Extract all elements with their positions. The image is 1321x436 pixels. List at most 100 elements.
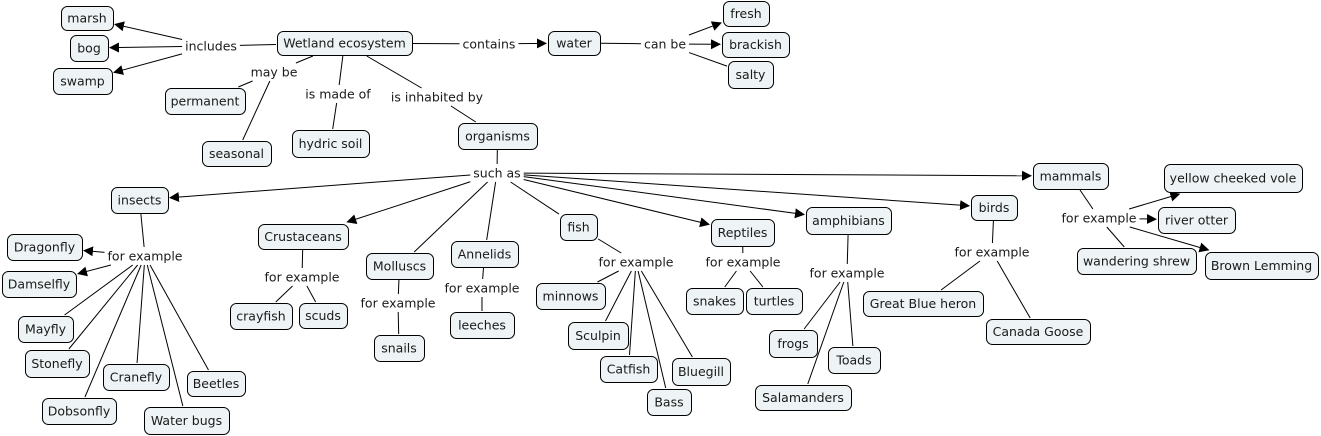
- concept-node-water[interactable]: water: [548, 31, 601, 56]
- edge-fe_insects-beetles: [149, 264, 209, 371]
- concept-node-fish[interactable]: fish: [560, 214, 598, 241]
- linking-phrase-fe-annelids[interactable]: for example: [445, 281, 520, 296]
- edge-fe_mammals-vole: [1129, 191, 1181, 210]
- concept-node-scuds[interactable]: scuds: [299, 303, 348, 329]
- node-label: fresh: [730, 6, 761, 21]
- concept-node-hydric-soil[interactable]: hydric soil: [292, 130, 370, 158]
- node-label: Canada Goose: [993, 324, 1084, 339]
- node-label: Mayfly: [25, 322, 67, 337]
- linking-phrase-fe-mammals[interactable]: for example: [1062, 211, 1137, 226]
- concept-node-organisms[interactable]: organisms: [458, 123, 538, 150]
- linking-phrases: includes may be is made of is inhabited by c…: [108, 37, 1137, 311]
- concept-node-minnows[interactable]: minnows: [536, 283, 606, 310]
- concept-node-annelids[interactable]: Annelids: [451, 241, 519, 268]
- node-box: [103, 364, 170, 391]
- node-label: Catfish: [607, 362, 651, 377]
- concept-node-otter[interactable]: river otter: [1158, 207, 1236, 234]
- concept-node-crustaceans[interactable]: Crustaceans: [258, 224, 349, 250]
- concept-node-birds[interactable]: birds: [971, 195, 1018, 221]
- edge-fe_insects-mayfly: [64, 264, 134, 316]
- concept-node-water-bugs[interactable]: Water bugs: [144, 407, 230, 435]
- edge-includes-marsh: [114, 21, 183, 40]
- edge-such_as-molluscs: [413, 181, 488, 253]
- node-label: hydric soil: [299, 136, 363, 151]
- linking-phrase-such-as[interactable]: such as: [473, 166, 520, 181]
- edge-fe_insects-cranefly: [136, 264, 145, 364]
- concept-node-goose[interactable]: Canada Goose: [986, 319, 1091, 345]
- concept-node-catfish[interactable]: Catfish: [600, 356, 658, 383]
- concept-node-seasonal[interactable]: seasonal: [202, 141, 272, 167]
- concept-node-salty[interactable]: salty: [728, 61, 774, 89]
- linking-phrase-fe-birds[interactable]: for example: [955, 245, 1030, 260]
- node-box: [230, 303, 293, 330]
- linking-phrase-includes[interactable]: includes: [185, 39, 237, 54]
- concept-node-shrew[interactable]: wandering shrew: [1077, 248, 1197, 275]
- linking-phrase-fe-insects[interactable]: for example: [108, 249, 183, 264]
- concept-node-crayfish[interactable]: crayfish: [230, 303, 293, 330]
- concept-node-fresh[interactable]: fresh: [723, 1, 770, 27]
- concept-node-amphibians[interactable]: amphibians: [806, 207, 892, 235]
- concept-node-molluscs[interactable]: Molluscs: [366, 253, 434, 280]
- edge-fe_reptiles-snakes: [724, 270, 737, 288]
- linking-phrase-is-made-of[interactable]: is made of: [305, 87, 371, 102]
- concept-node-snails[interactable]: snails: [374, 335, 425, 362]
- concept-node-stonefly[interactable]: Stonefly: [25, 350, 90, 378]
- concept-node-dragonfly[interactable]: Dragonfly: [7, 234, 83, 261]
- concept-node-beetles[interactable]: Beetles: [187, 371, 246, 397]
- concept-node-dobsonfly[interactable]: Dobsonfly: [42, 398, 117, 425]
- concept-node-bass[interactable]: Bass: [647, 389, 692, 416]
- linking-phrase-is-inhabited-by[interactable]: is inhabited by: [391, 90, 484, 105]
- edge-fe_mammals-lemming: [1129, 226, 1210, 253]
- concept-node-mayfly[interactable]: Mayfly: [18, 316, 74, 343]
- node-box: [647, 389, 692, 416]
- node-box: [299, 303, 348, 329]
- concept-node-permanent[interactable]: permanent: [165, 88, 246, 115]
- node-label: marsh: [67, 11, 106, 26]
- node-label: Dobsonfly: [48, 404, 111, 419]
- concept-node-insects[interactable]: insects: [111, 187, 169, 214]
- node-box: [61, 6, 114, 31]
- concept-node-cranefly[interactable]: Cranefly: [103, 364, 170, 391]
- linking-phrase-fe-molluscs[interactable]: for example: [361, 296, 436, 311]
- node-label: Reptiles: [718, 225, 768, 240]
- node-label: amphibians: [812, 213, 885, 228]
- node-box: [18, 316, 74, 343]
- concept-node-frogs[interactable]: frogs: [769, 330, 818, 358]
- linking-phrase-fe-crustaceans[interactable]: for example: [265, 270, 340, 285]
- concept-node-heron[interactable]: Great Blue heron: [863, 291, 984, 317]
- concept-node-mammals[interactable]: mammals: [1033, 163, 1109, 190]
- linking-phrase-may-be[interactable]: may be: [251, 65, 298, 80]
- node-label: insects: [118, 193, 162, 208]
- node-label: Stonefly: [31, 356, 83, 371]
- concept-node-wetland[interactable]: Wetland ecosystem: [277, 31, 413, 56]
- linking-phrase-fe-reptiles[interactable]: for example: [706, 255, 781, 270]
- linking-phrase-fe-fish[interactable]: for example: [599, 255, 674, 270]
- concept-node-sculpin[interactable]: Sculpin: [568, 322, 629, 350]
- concept-node-turtles[interactable]: turtles: [746, 288, 803, 315]
- node-box: [25, 350, 90, 378]
- concept-node-snakes[interactable]: snakes: [686, 288, 744, 315]
- concept-node-vole[interactable]: yellow cheeked vole: [1164, 164, 1303, 193]
- edge-wetland-may_be: [295, 55, 314, 64]
- edge-fe_fish-sculpin: [605, 270, 632, 322]
- concept-node-reptiles[interactable]: Reptiles: [711, 219, 775, 247]
- node-box: [277, 31, 413, 56]
- node-box: [722, 32, 790, 58]
- concept-node-toads[interactable]: Toads: [828, 347, 881, 374]
- concept-node-marsh[interactable]: marsh: [61, 6, 114, 31]
- concept-node-swamp[interactable]: swamp: [53, 68, 113, 95]
- concept-node-lemming[interactable]: Brown Lemming: [1205, 252, 1319, 280]
- edge-fe_crustaceans-scuds: [306, 285, 317, 303]
- linking-phrase-can-be[interactable]: can be: [644, 37, 686, 52]
- node-label: Wetland ecosystem: [283, 36, 406, 51]
- concept-node-leeches[interactable]: leeches: [450, 312, 515, 339]
- node-label: snakes: [693, 294, 736, 309]
- linking-phrase-contains[interactable]: contains: [463, 37, 516, 52]
- concept-node-damselfly[interactable]: Damselfly: [2, 271, 77, 298]
- node-label: turtles: [754, 294, 795, 309]
- concept-node-salamanders[interactable]: Salamanders: [755, 385, 852, 411]
- linking-phrase-fe-amphibians[interactable]: for example: [810, 266, 885, 281]
- concept-node-brackish[interactable]: brackish: [722, 32, 790, 58]
- concept-node-bluegill[interactable]: Bluegill: [672, 358, 731, 386]
- concept-node-bog[interactable]: bog: [70, 35, 109, 62]
